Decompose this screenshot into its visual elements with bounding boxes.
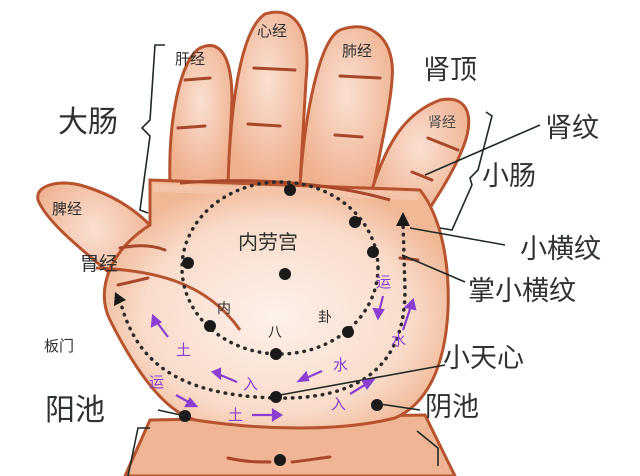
yun-left-label: 运 — [149, 373, 165, 391]
kidney-line-label: 肾纹 — [545, 113, 599, 144]
yun-right-label: 运 — [376, 273, 392, 291]
bagua-nei-label: 内 — [217, 301, 231, 317]
ru-right-label: 入 — [331, 395, 347, 413]
shui-right-label: 水 — [391, 331, 407, 349]
kidney-top-label: 肾顶 — [423, 55, 477, 86]
spleen-meridian-label: 脾经 — [52, 200, 83, 218]
large-intestine-label: 大肠 — [58, 105, 118, 140]
bagua-gua-label: 卦 — [318, 310, 332, 326]
liver-meridian-label: 肝经 — [175, 50, 206, 68]
palm — [102, 178, 450, 430]
ring-finger — [298, 25, 394, 197]
tu-upper-label: 土 — [176, 341, 192, 359]
small-tianxin-label: 小天心 — [443, 343, 524, 374]
ru-left-label: 入 — [243, 375, 259, 393]
banmen-label: 板门 — [44, 337, 75, 355]
middle-finger — [226, 10, 309, 187]
yang-pool-label: 阳池 — [45, 393, 105, 428]
transport-arrow-left — [114, 292, 126, 306]
bagua-ba-label: 八 — [268, 325, 282, 341]
lung-meridian-label: 肺经 — [342, 42, 373, 60]
acupoints — [179, 184, 383, 466]
palm-small-crease-label: 掌小横纹 — [468, 276, 576, 307]
tu-lower-label: 土 — [228, 406, 244, 424]
small-intestine-label: 小肠 — [482, 161, 536, 192]
yin-pool-label: 阴池 — [425, 392, 479, 423]
inner-laogong-label: 内劳宫 — [238, 230, 298, 254]
kidney-meridian-label: 肾经 — [428, 115, 456, 131]
direction-arrows — [150, 295, 417, 422]
shui-lower-label: 水 — [333, 356, 349, 374]
thenar-crease — [95, 266, 242, 331]
transport-arrow-up — [396, 212, 410, 226]
heart-meridian-label: 心经 — [257, 22, 288, 40]
small-crease-label: 小横纹 — [520, 234, 601, 265]
stomach-meridian-label: 胃经 — [80, 253, 119, 275]
